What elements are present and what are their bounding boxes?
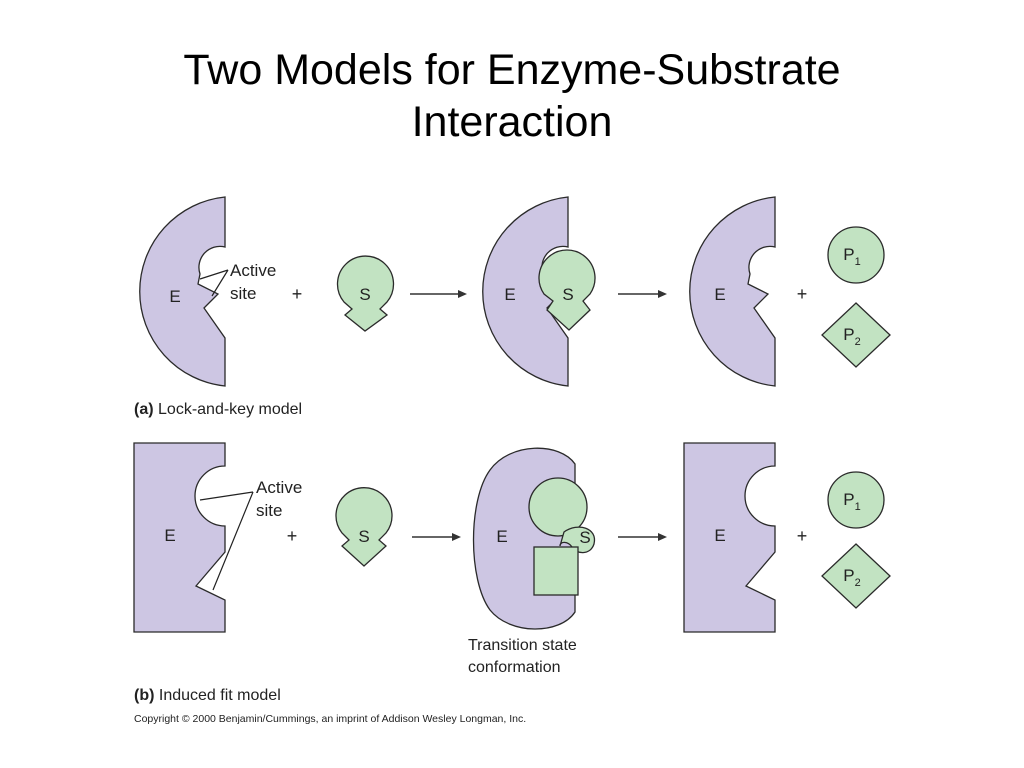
product-b2-letter: P [843, 566, 854, 585]
enzyme-a2-shape [482, 196, 569, 387]
plus-a1: + [292, 284, 303, 304]
enzyme-a2-label: E [504, 285, 515, 304]
active-site-a-callout: Active site [199, 261, 276, 303]
panel-b-caption: (b) Induced fit model [134, 687, 281, 704]
enzyme-a3-shape [689, 196, 776, 387]
transition-label-line-1: Transition state [468, 637, 577, 654]
plus-a2: + [797, 284, 808, 304]
transition-complex-b: E S [472, 447, 596, 630]
substrate-a-bound-shape [538, 249, 596, 331]
plus-b2: + [797, 526, 808, 546]
enzyme-b1-label: E [164, 526, 175, 545]
slide-title-line-2: Interaction [411, 98, 613, 146]
product-a2: P2 [821, 302, 891, 368]
enzyme-b2-label: E [496, 527, 507, 546]
product-a1-subscript: 1 [855, 256, 861, 268]
active-site-b-callout: Active site [199, 478, 302, 591]
active-site-b-label-line-2: site [256, 501, 282, 520]
substrate-b-shape [335, 487, 393, 567]
product-a2-letter: P [843, 325, 854, 344]
product-a1-letter: P [843, 245, 854, 264]
slide-title-line-1: Two Models for Enzyme-Substrate [183, 46, 841, 94]
svg-text:P1: P1 [843, 245, 860, 268]
transition-label-line-2: conformation [468, 659, 561, 676]
arrow-a2 [618, 290, 667, 298]
panel-b-induced-fit: E Active site + S E S Transition state c… [133, 442, 891, 704]
panel-a-caption-text: Lock-and-key model [158, 401, 302, 418]
enzyme-a3-label: E [714, 285, 725, 304]
plus-b1: + [287, 526, 298, 546]
panel-a-tag: (a) [134, 401, 154, 418]
panel-b-caption-text: Induced fit model [159, 687, 281, 704]
substrate-b-label: S [358, 527, 369, 546]
arrow-a1 [410, 290, 467, 298]
substrate-a-shape [336, 255, 395, 332]
enzyme-b1-shape [133, 442, 226, 633]
enzyme-b3-shape [683, 442, 776, 633]
active-site-a-label-line-2: site [230, 284, 256, 303]
enzyme-b2-shape [472, 447, 576, 630]
slide-title: Two Models for Enzyme-Substrate Interact… [0, 44, 1024, 148]
product-b1-letter: P [843, 490, 854, 509]
svg-text:P2: P2 [843, 325, 860, 348]
product-a1: P1 [827, 226, 885, 284]
active-site-b-label-line-1: Active [256, 478, 302, 497]
active-site-a-label-line-1: Active [230, 261, 276, 280]
enzyme-a1-label: E [169, 287, 180, 306]
panel-a-lock-and-key: E Active site + S E S E + [134, 196, 891, 418]
complex-a: E S [482, 196, 596, 387]
svg-text:P1: P1 [843, 490, 860, 513]
enzyme-b3-label: E [714, 526, 725, 545]
arrow-b1 [412, 533, 461, 541]
svg-text:P2: P2 [843, 566, 860, 589]
copyright-notice: Copyright © 2000 Benjamin/Cummings, an i… [134, 713, 526, 725]
product-b2: P2 [821, 543, 891, 609]
substrate-a-label: S [359, 285, 370, 304]
panel-b-tag: (b) [134, 687, 154, 704]
substrate-b-bound-neck [559, 526, 596, 554]
enzyme-a1-shape [139, 196, 226, 387]
arrow-b2 [618, 533, 667, 541]
product-b1: P1 [827, 471, 885, 529]
panel-a-caption: (a) Lock-and-key model [134, 401, 302, 418]
substrate-b-bound-square [533, 546, 579, 596]
product-a2-subscript: 2 [855, 336, 861, 348]
substrate-a-bound-label: S [562, 285, 573, 304]
product-b2-subscript: 2 [855, 577, 861, 589]
substrate-b-bound-label: S [579, 528, 590, 547]
product-b1-subscript: 1 [855, 501, 861, 513]
substrate-b-bound-top [528, 477, 588, 537]
